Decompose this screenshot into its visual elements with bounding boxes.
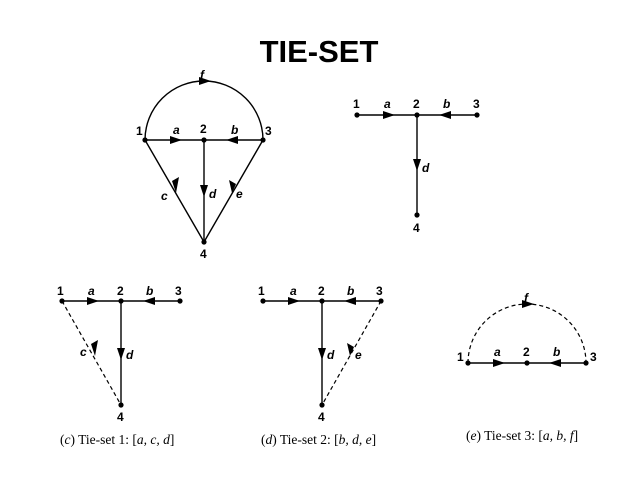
ts2-node-3	[378, 298, 384, 304]
node-label-4: 4	[200, 247, 207, 261]
ts1-arrow-c	[91, 340, 98, 356]
branch-label-d: d	[209, 187, 217, 201]
tree-node-2	[414, 112, 420, 118]
arrow-e	[229, 180, 236, 193]
ts1-node-label-2: 2	[117, 284, 124, 298]
ts1-branch-label-d: d	[126, 348, 134, 362]
node-1	[142, 137, 148, 143]
arrow-a	[170, 136, 182, 144]
ts3-branch-label-f: f	[524, 291, 529, 305]
ts1-node-label-4: 4	[117, 410, 124, 424]
tie-set-1-graph: 1 2 3 4 a b c d	[57, 284, 183, 424]
node-label-1: 1	[136, 124, 143, 138]
branch-label-c: c	[161, 189, 168, 203]
ts2-branch-label-d: d	[327, 348, 335, 362]
ts3-branch-label-b: b	[553, 345, 560, 359]
node-4	[201, 239, 207, 245]
page-title: TIE-SET	[260, 34, 379, 69]
tree-arrow-b	[439, 111, 451, 119]
ts1-node-4	[118, 402, 124, 408]
ts1-branch-label-b: b	[146, 284, 153, 298]
tree-arrow-d	[413, 159, 421, 171]
ts2-node-label-4: 4	[318, 410, 325, 424]
branch-label-a: a	[173, 123, 180, 137]
arrow-f	[199, 77, 211, 85]
tree-graph: 1 2 3 4 a b d	[353, 97, 480, 235]
tree-branch-label-d: d	[422, 161, 430, 175]
ts3-node-1	[465, 360, 471, 366]
ts3-node-3	[583, 360, 589, 366]
tree-node-1	[354, 112, 360, 118]
ts2-node-label-2: 2	[318, 284, 325, 298]
branch-c-edge	[144, 139, 205, 243]
tree-arrow-a	[383, 111, 395, 119]
branch-label-f: f	[200, 68, 205, 82]
ts2-node-label-1: 1	[258, 284, 265, 298]
ts1-arrow-a	[87, 297, 99, 305]
ts1-node-1	[59, 298, 65, 304]
ts3-arrow-f	[522, 300, 534, 308]
ts1-branch-label-a: a	[88, 284, 95, 298]
ts2-node-1	[260, 298, 266, 304]
tree-node-label-4: 4	[413, 221, 420, 235]
tie-set-3-graph: 1 2 3 a b f	[457, 291, 597, 367]
tree-node-label-1: 1	[353, 97, 360, 111]
ts3-node-label-3: 3	[590, 350, 597, 364]
ts1-arrow-d	[117, 348, 125, 360]
ts3-node-2	[524, 360, 530, 366]
tree-node-3	[474, 112, 480, 118]
ts3-arrow-a	[493, 359, 505, 367]
tree-node-label-2: 2	[413, 97, 420, 111]
ts2-branch-label-e: e	[355, 348, 362, 362]
branch-e-edge	[203, 139, 264, 243]
tie-set-2-graph: 1 2 3 4 a b d e	[258, 284, 384, 424]
ts2-branch-label-b: b	[347, 284, 354, 298]
ts2-node-4	[319, 402, 325, 408]
branch-label-b: b	[231, 123, 238, 137]
ts2-arrow-b	[344, 297, 356, 305]
ts2-arrow-d	[318, 348, 326, 360]
arrow-d	[200, 185, 208, 197]
ts3-node-label-1: 1	[457, 350, 464, 364]
branch-label-e: e	[236, 187, 243, 201]
node-label-3: 3	[265, 124, 272, 138]
ts3-node-label-2: 2	[523, 345, 530, 359]
node-3	[260, 137, 266, 143]
ts2-branch-label-a: a	[290, 284, 297, 298]
tree-branch-label-a: a	[384, 97, 391, 111]
tree-branch-label-b: b	[443, 97, 450, 111]
ts2-arrow-e	[347, 343, 354, 356]
ts1-node-3	[177, 298, 183, 304]
tree-node-label-3: 3	[473, 97, 480, 111]
ts2-node-label-3: 3	[376, 284, 383, 298]
ts1-edge-c	[61, 300, 122, 406]
ts3-arrow-b	[549, 359, 561, 367]
caption-tie-set-1: (c) Tie-set 1: [a, c, d]	[60, 432, 174, 447]
tree-node-4	[414, 212, 420, 218]
node-label-2: 2	[200, 122, 207, 136]
caption-tie-set-3: (e) Tie-set 3: [a, b, f]	[466, 428, 578, 443]
arrow-b	[226, 136, 238, 144]
arrow-c	[172, 177, 179, 193]
ts1-node-label-3: 3	[175, 284, 182, 298]
ts2-node-2	[319, 298, 325, 304]
caption-tie-set-2: (d) Tie-set 2: [b, d, e]	[261, 432, 376, 447]
ts1-arrow-b	[143, 297, 155, 305]
ts2-arrow-a	[288, 297, 300, 305]
full-graph: 1 2 3 4 a b c d e f	[136, 68, 272, 261]
ts1-branch-label-c: c	[80, 345, 87, 359]
ts1-node-2	[118, 298, 124, 304]
ts2-edge-e	[321, 300, 382, 406]
ts1-node-label-1: 1	[57, 284, 64, 298]
node-2	[201, 137, 207, 143]
ts3-branch-label-a: a	[494, 345, 501, 359]
